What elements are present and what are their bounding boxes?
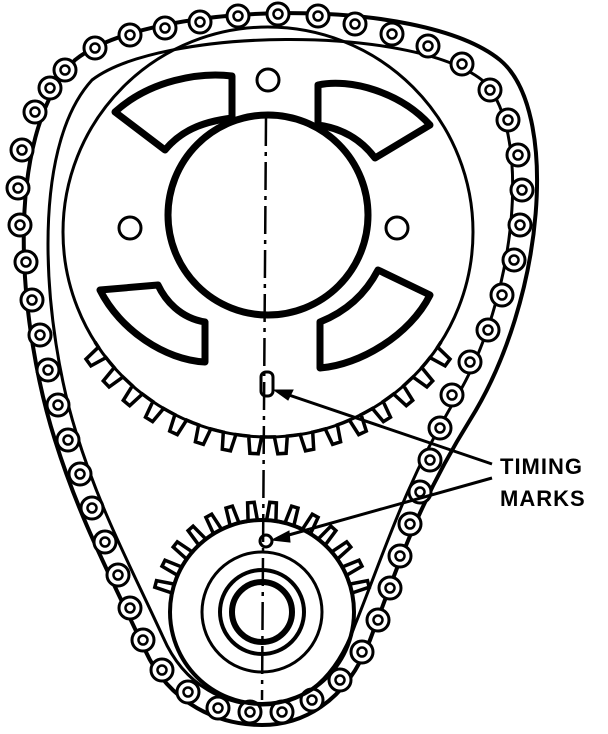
- chain-roller: [379, 21, 405, 47]
- chain-roller: [449, 51, 475, 77]
- timing-marks-label: TIMING MARKS: [500, 454, 586, 511]
- chain-roller: [237, 699, 263, 725]
- timing-marks-label-line1: TIMING: [500, 454, 583, 479]
- arrowhead-lower: [270, 530, 291, 543]
- chain-roller: [489, 282, 515, 308]
- chain-rollers: [5, 1, 535, 725]
- chain-roller: [7, 212, 33, 238]
- camshaft-bolt-hole-top: [255, 67, 281, 93]
- timing-marks-label-line2: MARKS: [500, 486, 586, 511]
- chain-roller: [149, 657, 175, 683]
- lightening-slot-lower-left: [96, 281, 209, 366]
- camshaft-sprocket-rim: [61, 25, 475, 439]
- chain-roller: [415, 33, 441, 59]
- chain-roller: [387, 543, 413, 569]
- camshaft-hub-bore: [164, 111, 372, 319]
- chain-roller: [152, 15, 178, 41]
- chain-roller: [67, 461, 93, 487]
- chain-roller: [477, 77, 503, 103]
- chain-roller: [105, 562, 131, 588]
- chain-roller: [187, 9, 213, 35]
- chain-roller: [130, 627, 156, 653]
- chain-roller: [501, 247, 527, 273]
- chain-roller: [35, 357, 61, 383]
- chain-roller: [22, 99, 48, 125]
- chain-roller: [27, 322, 53, 348]
- camshaft-timing-mark: [259, 370, 275, 398]
- chain-roller: [507, 212, 533, 238]
- chain-roller: [427, 415, 453, 441]
- chain-outer-edge: [21, 11, 539, 728]
- chain-roller: [55, 427, 81, 453]
- camshaft-sprocket: [61, 25, 475, 456]
- chain-roller: [495, 107, 521, 133]
- chain-roller: [79, 495, 105, 521]
- chain-roller: [505, 142, 531, 168]
- leader-line-upper: [279, 390, 493, 466]
- chain-roller: [327, 667, 353, 693]
- chain-roller: [342, 11, 368, 37]
- timing-marks-leaders: [270, 389, 493, 543]
- lightening-slot-lower-right: [316, 266, 434, 372]
- chain-roller: [5, 175, 31, 201]
- chain-roller: [417, 447, 443, 473]
- chain-roller: [305, 3, 331, 29]
- arrowhead-upper: [272, 389, 294, 401]
- chain-roller: [509, 177, 535, 203]
- camshaft-bolt-hole-right: [384, 215, 410, 241]
- chain-roller: [52, 57, 78, 83]
- chain-roller: [37, 75, 63, 101]
- chain-roller: [205, 695, 231, 721]
- chain-roller: [117, 595, 143, 621]
- camshaft-bolt-hole-left: [117, 215, 143, 241]
- chain-roller: [457, 349, 483, 375]
- chain-roller: [439, 382, 465, 408]
- chain-roller: [475, 317, 501, 343]
- chain-roller: [365, 607, 391, 633]
- chain-roller: [377, 575, 403, 601]
- lightening-slot-upper-right: [314, 79, 434, 162]
- crankshaft-timing-mark: [258, 533, 274, 549]
- chain-roller: [19, 287, 45, 313]
- leader-line-lower: [277, 476, 493, 540]
- centerline: [260, 117, 268, 701]
- lightening-slot-upper-left: [111, 71, 236, 154]
- chain-roller: [175, 679, 201, 705]
- chain-roller: [397, 511, 423, 537]
- chain-roller: [9, 137, 35, 163]
- chain-roller: [13, 249, 39, 275]
- chain-roller: [225, 3, 251, 29]
- chain-roller: [265, 1, 291, 27]
- chain-roller: [117, 22, 143, 48]
- chain-roller: [92, 529, 118, 555]
- chain-roller: [349, 639, 375, 665]
- chain-roller: [45, 392, 71, 418]
- chain-roller: [82, 35, 108, 61]
